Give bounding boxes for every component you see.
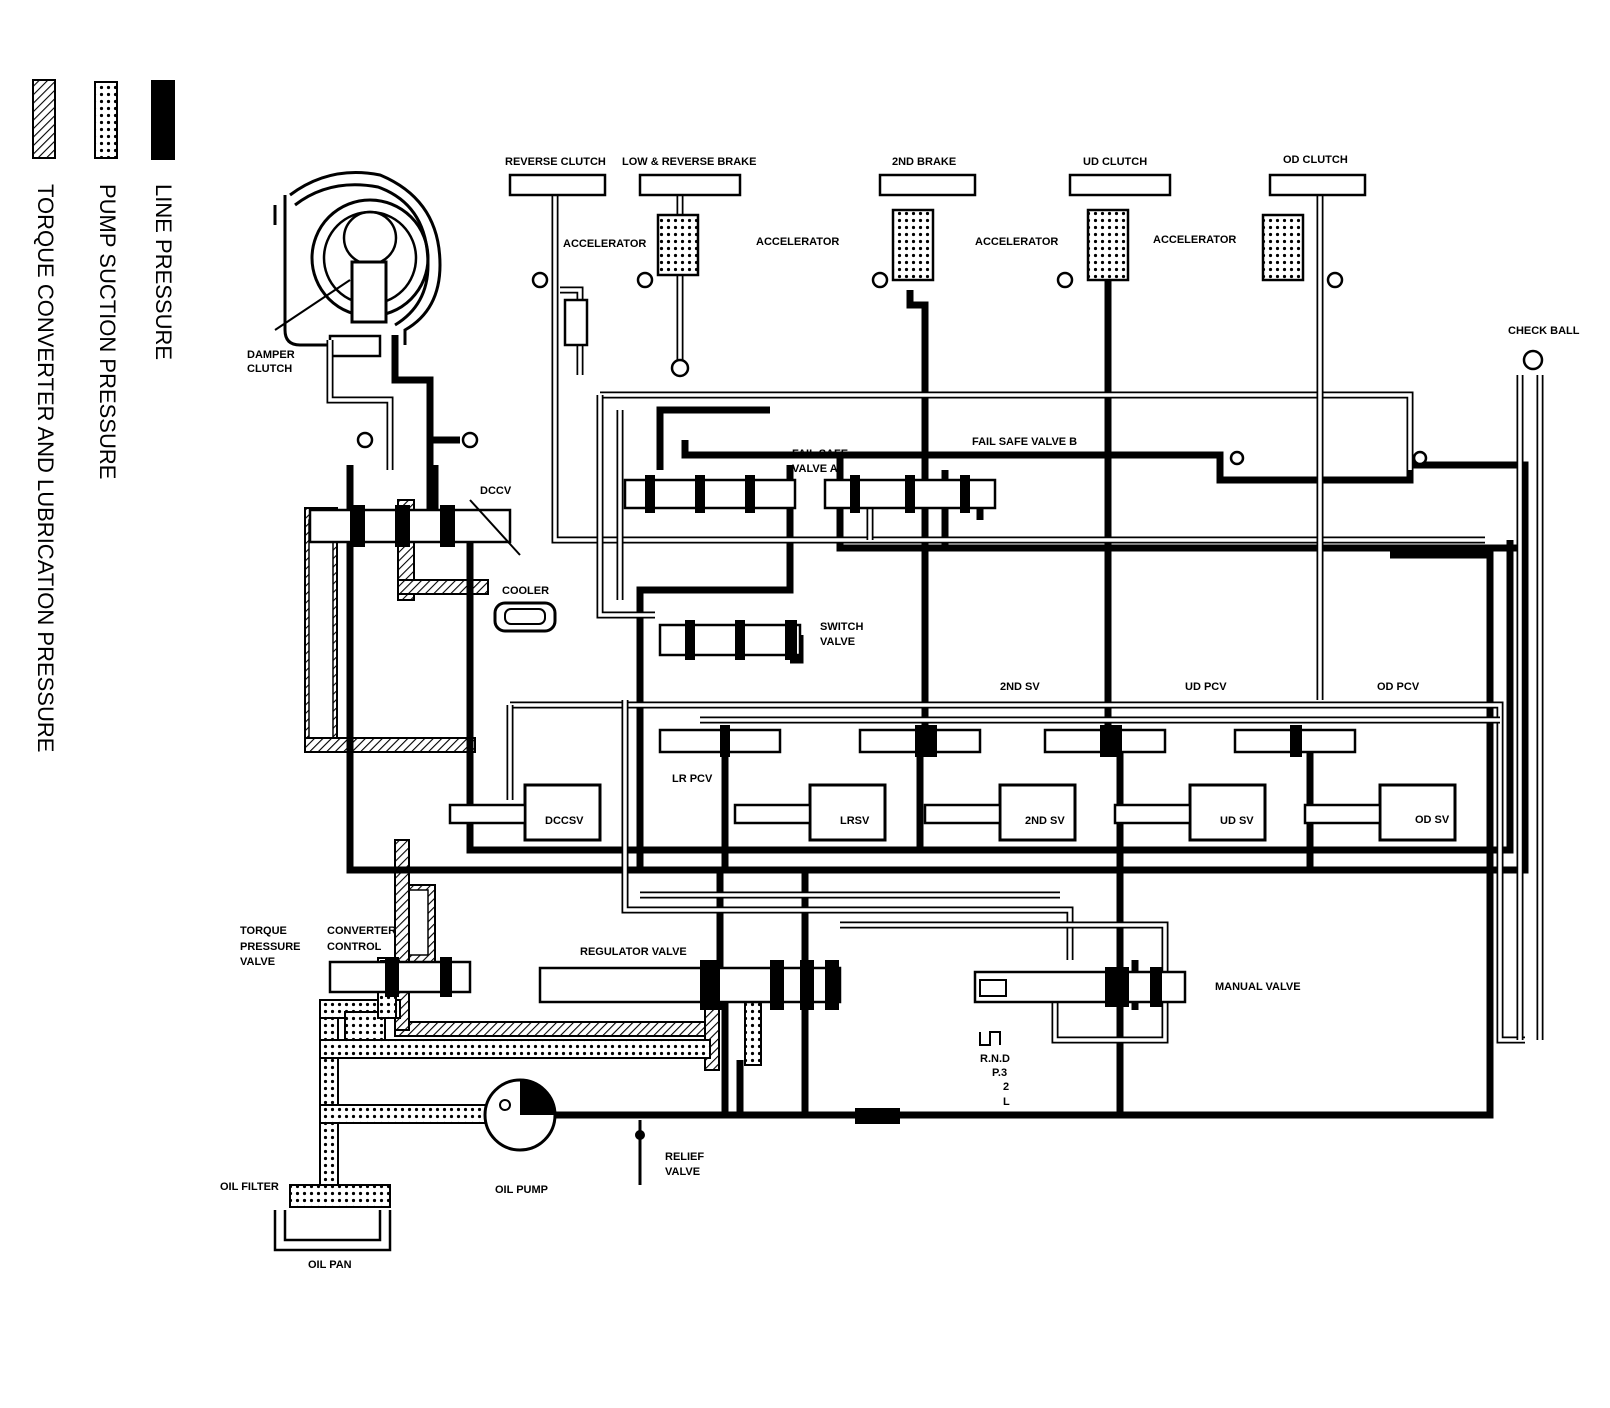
label-oil-pump: OIL PUMP — [495, 1184, 548, 1196]
check-balls — [356, 271, 1544, 466]
dccv-valve — [308, 499, 521, 556]
label-torque-1: TORQUE — [240, 925, 287, 937]
label-oil-filter: OIL FILTER — [220, 1181, 279, 1193]
manual-valve — [973, 967, 1187, 1046]
fail-safe-valve-b — [823, 475, 997, 513]
label-converter-1: CONVERTER — [327, 925, 396, 937]
label-2nd-brake: 2ND BRAKE — [892, 156, 956, 168]
label-ud-pcv: UD PCV — [1185, 681, 1227, 693]
switch-valve — [658, 620, 802, 660]
oil-pan — [273, 1210, 392, 1252]
label-accelerator-1: ACCELERATOR — [563, 238, 646, 250]
label-switch-1: SWITCH — [820, 621, 863, 633]
torque-converter — [273, 171, 442, 358]
label-switch-2: VALVE — [820, 636, 855, 648]
legend-torque-text: TORQUE CONVERTER AND LUBRICATION PRESSUR… — [33, 184, 58, 752]
label-accelerator-3: ACCELERATOR — [975, 236, 1058, 248]
solenoid-valves — [448, 783, 1457, 842]
clutch-boxes — [508, 173, 1367, 197]
label-2nd-sv: 2ND SV — [1025, 815, 1065, 827]
legend-line-text: LINE PRESSURE — [151, 184, 176, 360]
relief-valve — [635, 1120, 645, 1185]
label-ud-clutch: UD CLUTCH — [1083, 156, 1147, 168]
label-relief-1: RELIEF — [665, 1151, 704, 1163]
hollow-passages — [326, 195, 1544, 1044]
label-2nd-sv-top: 2ND SV — [1000, 681, 1040, 693]
label-reverse-clutch: REVERSE CLUTCH — [505, 156, 606, 168]
label-accelerator-2: ACCELERATOR — [756, 236, 839, 248]
label-p3: P.3 — [992, 1067, 1007, 1079]
legend-line-swatch — [151, 80, 175, 160]
label-od-pcv: OD PCV — [1377, 681, 1420, 693]
label-lr-pcv: LR PCV — [672, 773, 713, 785]
label-accelerator-4: ACCELERATOR — [1153, 234, 1236, 246]
label-ud-sv: UD SV — [1220, 815, 1254, 827]
line-pressure-circuit — [346, 270, 1529, 1124]
legend-suction-text: PUMP SUCTION PRESSURE — [95, 184, 120, 479]
cooler — [493, 601, 557, 633]
label-oil-pan: OIL PAN — [308, 1259, 352, 1271]
label-clutch: CLUTCH — [247, 363, 292, 375]
label-fail-safe-a-2: VALVE A — [792, 463, 838, 475]
label-fail-safe-b: FAIL SAFE VALVE B — [972, 436, 1077, 448]
label-manual-valve: MANUAL VALVE — [1215, 981, 1301, 993]
label-fail-safe-a-1: FAIL SAFE — [792, 448, 848, 460]
label-dccv: DCCV — [480, 485, 512, 497]
label-relief-2: VALVE — [665, 1166, 700, 1178]
label-rnd: R.N.D — [980, 1053, 1010, 1065]
component-labels: REVERSE CLUTCH LOW & REVERSE BRAKE 2ND B… — [220, 154, 1580, 1271]
label-damper: DAMPER — [247, 349, 295, 361]
label-dccsv: DCCSV — [545, 815, 584, 827]
label-2: 2 — [1003, 1081, 1009, 1093]
label-low-reverse-brake: LOW & REVERSE BRAKE — [622, 156, 756, 168]
oil-pump — [483, 1078, 557, 1152]
label-regulator-valve: REGULATOR VALVE — [580, 946, 687, 958]
label-lrsv: LRSV — [840, 815, 870, 827]
label-l: L — [1003, 1096, 1010, 1108]
label-converter-2: CONTROL — [327, 941, 382, 953]
label-torque-3: VALVE — [240, 956, 275, 968]
legend-suction-swatch — [94, 81, 118, 159]
pcv-valves — [658, 725, 1357, 757]
label-od-clutch: OD CLUTCH — [1283, 154, 1348, 166]
label-cooler: COOLER — [502, 585, 549, 597]
label-torque-2: PRESSURE — [240, 941, 301, 953]
fail-safe-valve-a — [623, 475, 797, 513]
legend-torque-swatch — [32, 79, 56, 159]
regulator-valve — [538, 960, 842, 1010]
label-od-sv: OD SV — [1415, 814, 1450, 826]
legend: LINE PRESSURE PUMP SUCTION PRESSURE TORQ… — [32, 79, 176, 752]
accelerators — [563, 208, 1305, 347]
torque-pressure-valve — [328, 957, 472, 997]
label-check-ball: CHECK BALL — [1508, 325, 1580, 337]
